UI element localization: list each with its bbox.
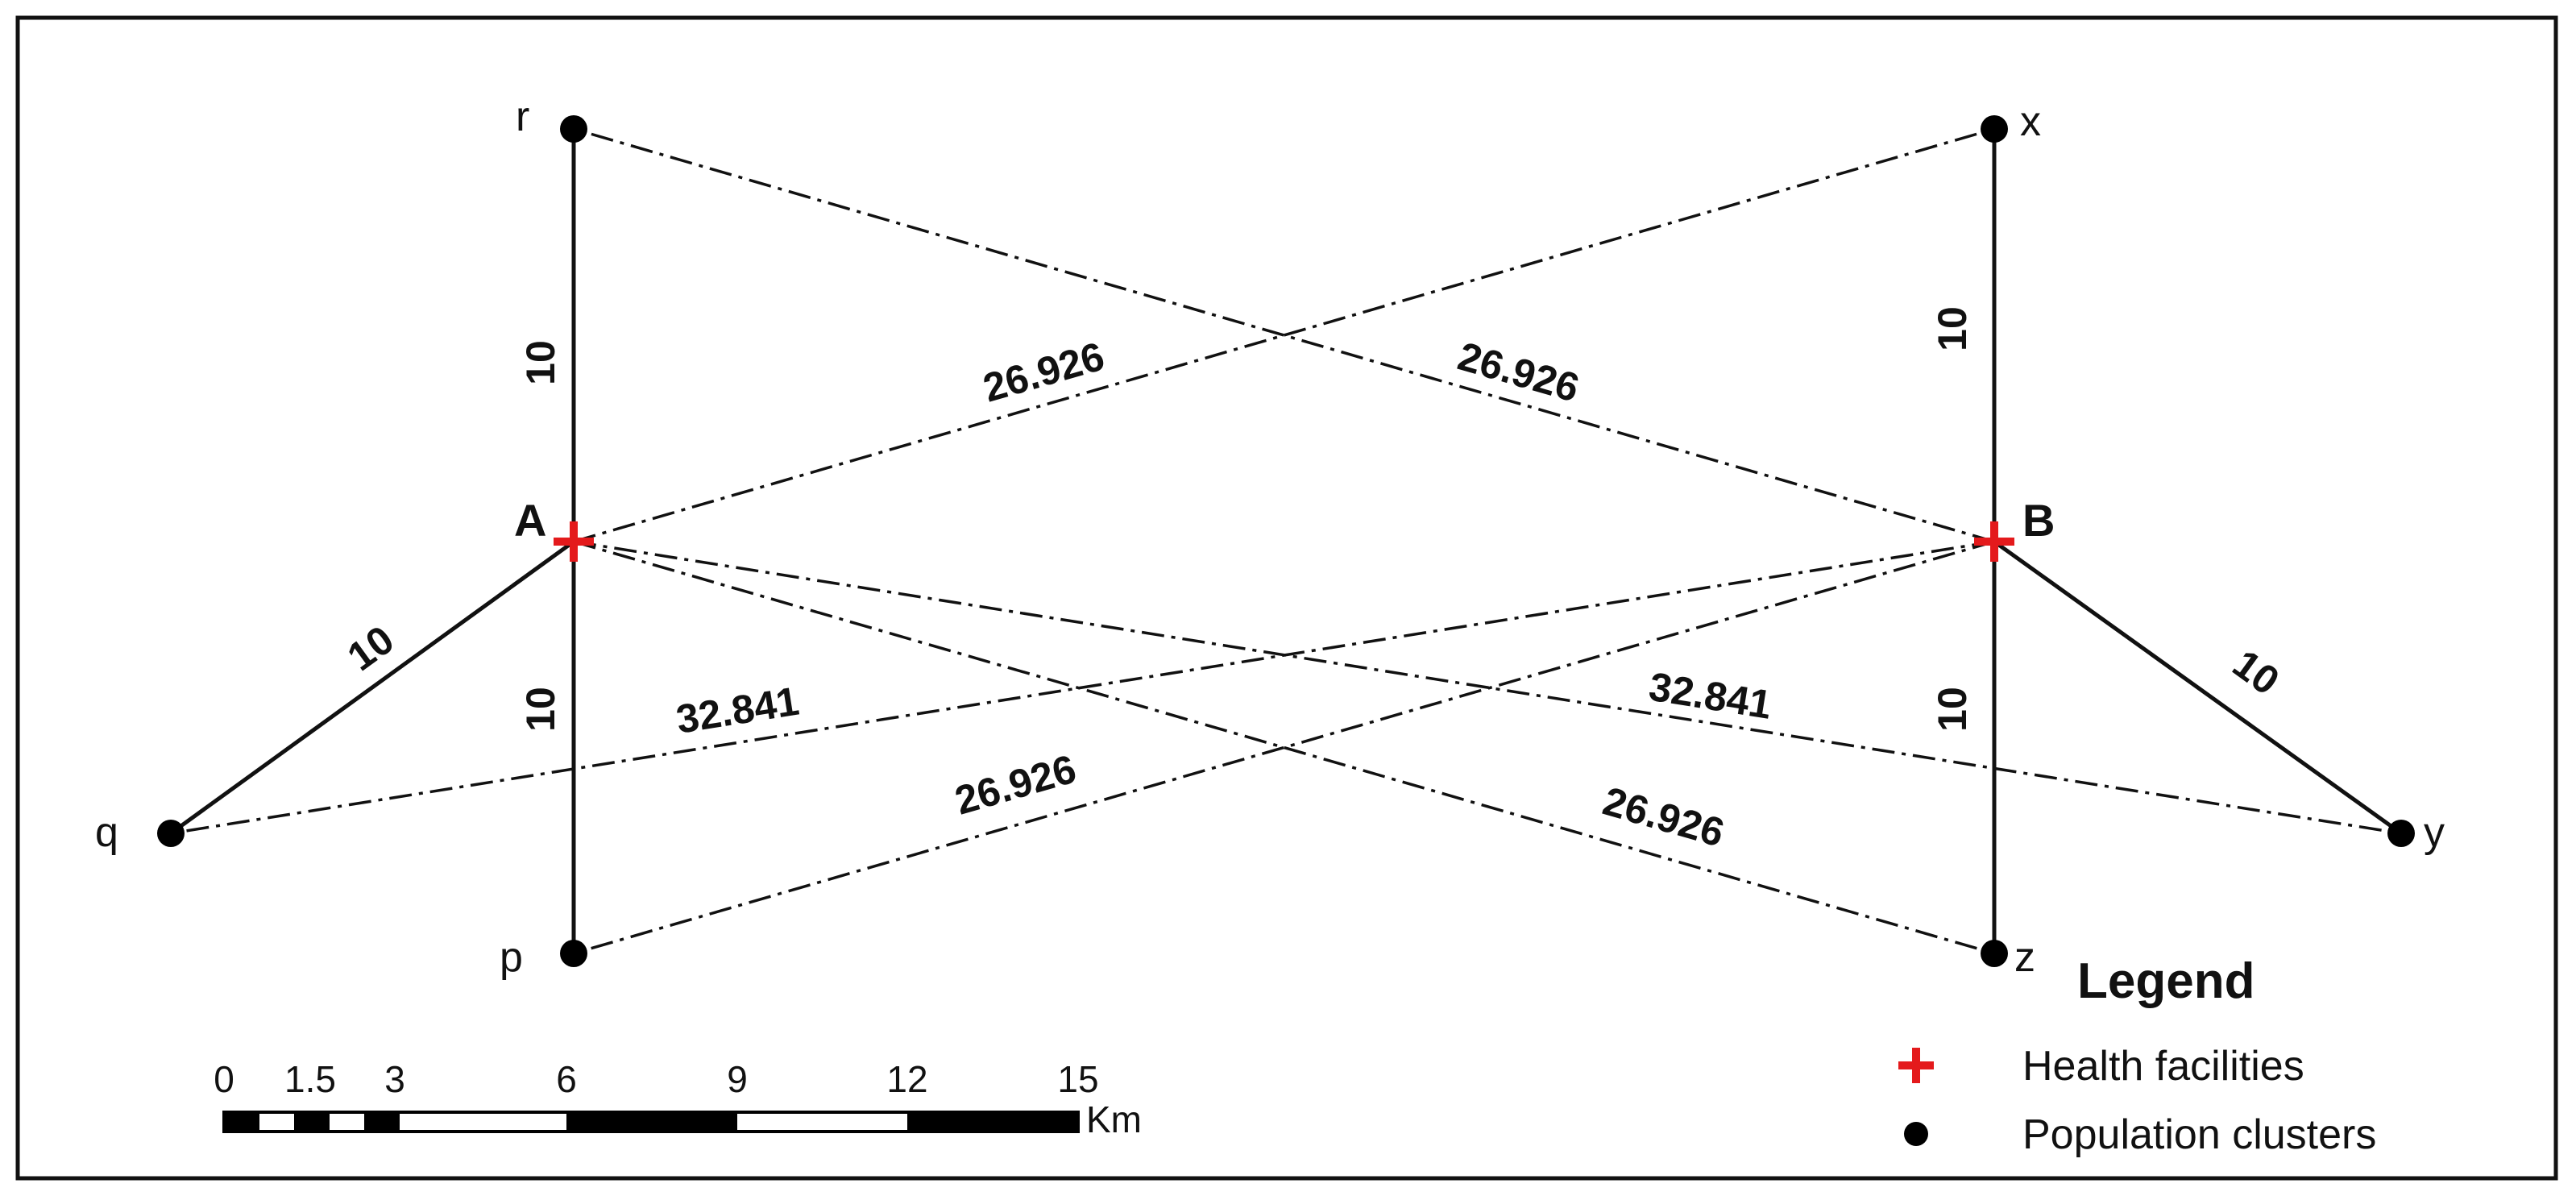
facility-A-label: A <box>514 495 546 546</box>
cluster-r-label: r <box>516 93 529 140</box>
line-B-y <box>1993 539 2403 836</box>
scale-tick-label: 15 <box>1057 1058 1098 1100</box>
legend-item-label: Population clusters <box>2022 1111 2376 1158</box>
dist-label-B-y: 10 <box>2225 641 2288 704</box>
dist-label-B-q: 32.841 <box>673 679 802 742</box>
facility-B-label: B <box>2022 495 2055 546</box>
line-A-q <box>169 539 575 836</box>
scale-tick-label: 3 <box>384 1058 405 1100</box>
dist-label-B-x: 10 <box>1930 306 1975 351</box>
scale-seg <box>294 1112 330 1132</box>
scale-seg <box>566 1112 737 1132</box>
dist-label-A-p: 10 <box>518 687 563 732</box>
cluster-r-dot <box>560 115 587 143</box>
line-A-y <box>573 540 2402 835</box>
cluster-p-dot <box>560 940 587 967</box>
scale-bar: 0 1.5 3 6 9 12 15 Km <box>214 1058 1142 1140</box>
legend-health-facility-icon <box>1898 1048 1934 1083</box>
cluster-p-label: p <box>500 934 523 981</box>
legend-item-label: Health facilities <box>2022 1043 2304 1090</box>
scale-tick-label: 1.5 <box>284 1058 336 1100</box>
cluster-z-dot <box>1981 940 2008 967</box>
facility-B-marker <box>1974 521 2014 562</box>
legend: Legend Health facilities Population clus… <box>1898 953 2376 1158</box>
dashdot-connections <box>170 127 2402 955</box>
dist-label-A-r: 10 <box>518 340 563 385</box>
cluster-y-dot <box>2387 820 2415 847</box>
scale-seg <box>907 1112 1078 1132</box>
scale-seg <box>224 1112 259 1132</box>
scale-tick-label: 6 <box>556 1058 577 1100</box>
cluster-q-label: q <box>95 809 118 856</box>
cluster-y-label: y <box>2424 809 2445 856</box>
solid-connections <box>169 129 2403 953</box>
dist-label-A-q: 10 <box>339 617 402 679</box>
cluster-q-dot <box>157 820 185 847</box>
scale-unit-label: Km <box>1086 1098 1142 1140</box>
cluster-z-label: z <box>2014 934 2035 981</box>
dist-label-A-x: 26.926 <box>978 334 1109 411</box>
cluster-x-dot <box>1981 115 2008 143</box>
dist-label-B-p: 26.926 <box>950 746 1081 824</box>
dist-label-B-z: 10 <box>1930 687 1975 732</box>
scale-tick-label: 12 <box>886 1058 927 1100</box>
health-facilities: A B <box>514 495 2055 562</box>
scale-tick-label: 9 <box>727 1058 748 1100</box>
cluster-x-label: x <box>2020 98 2041 145</box>
legend-title: Legend <box>2077 953 2255 1009</box>
dist-label-A-y: 32.841 <box>1646 664 1775 728</box>
scale-tick-label: 0 <box>214 1058 234 1100</box>
map-frame <box>15 15 2558 1181</box>
legend-population-cluster-icon <box>1904 1122 1928 1146</box>
facility-A-marker <box>554 521 594 562</box>
scale-seg <box>364 1112 400 1132</box>
line-B-q <box>170 540 1995 835</box>
dist-label-B-r: 26.926 <box>1453 334 1583 411</box>
population-clusters: r p q x z y <box>95 93 2445 981</box>
